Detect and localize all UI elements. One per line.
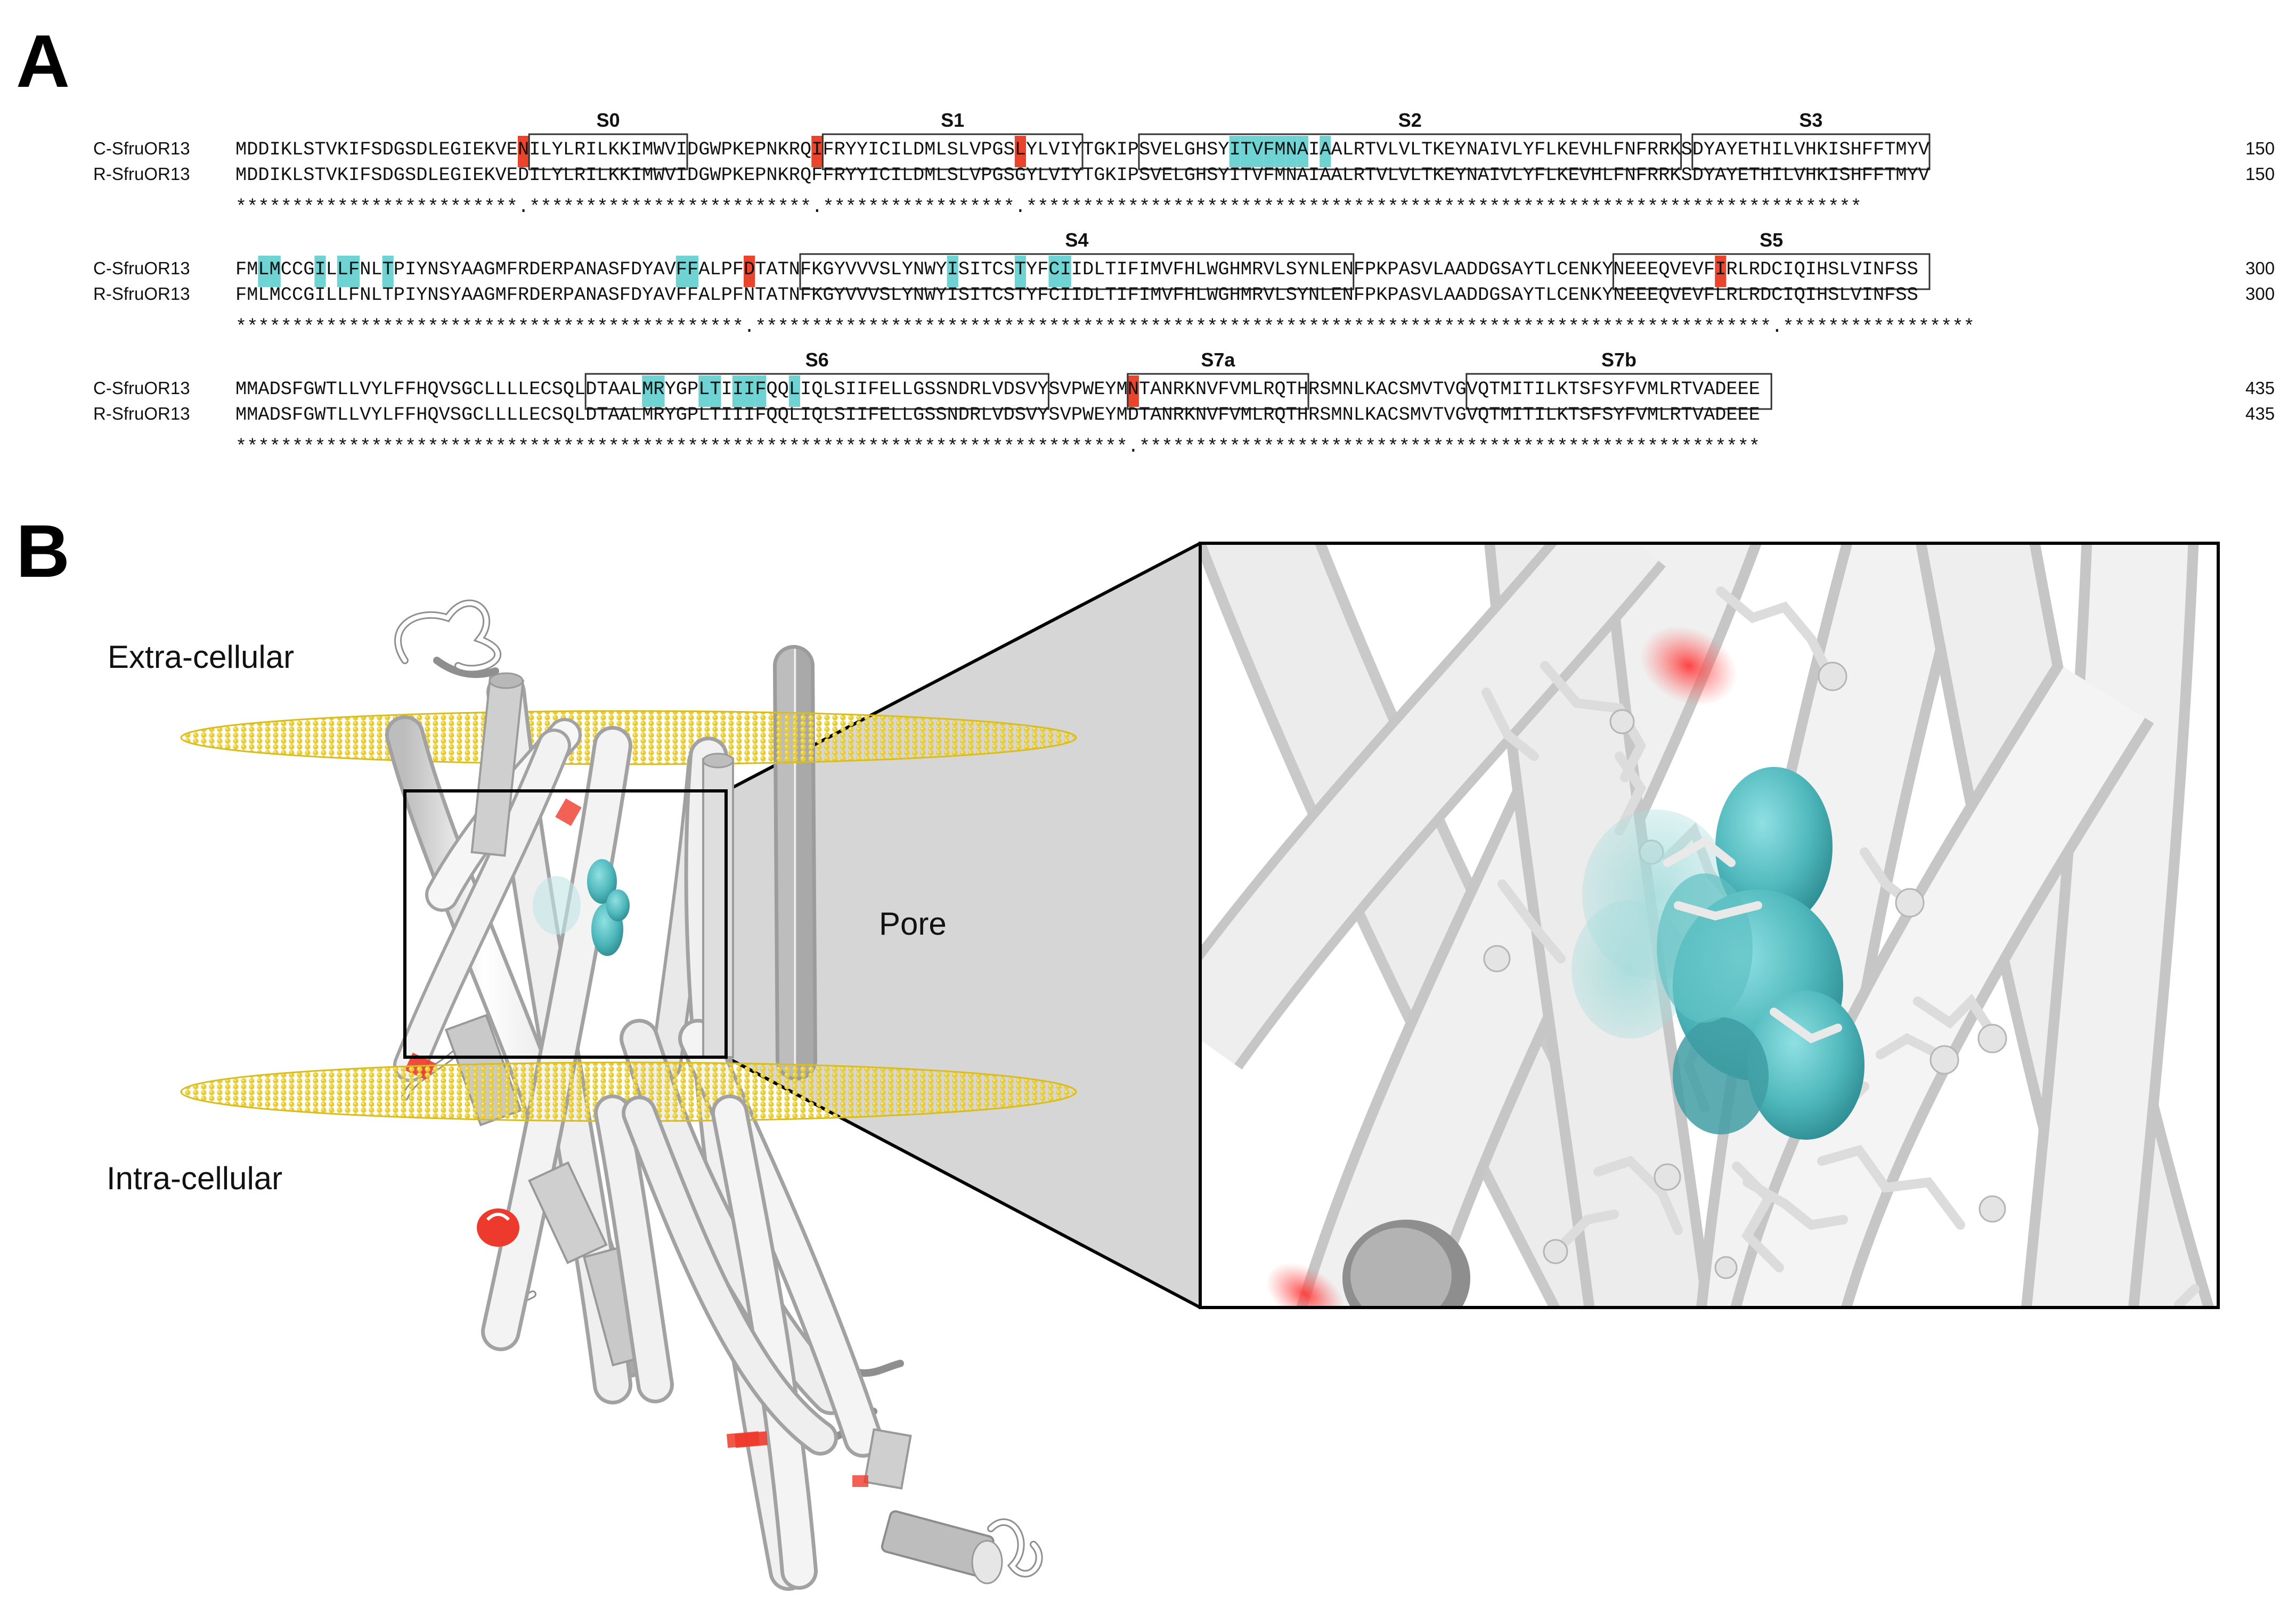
binding-residue-highlight xyxy=(1263,136,1275,167)
binding-residue-highlight xyxy=(755,375,767,407)
variant-highlight xyxy=(1715,256,1727,287)
segment-label-s0: S0 xyxy=(597,109,620,131)
binding-residue-highlight xyxy=(269,256,281,287)
sequence-end-number: 300 xyxy=(2245,258,2275,278)
sequence-row-c-sfruor13: MMADSFGWTLLVYLFFHQVSGCLLLLECSQLDTAALMRYG… xyxy=(235,379,1760,400)
sequence-row-r-sfruor13: MDDIKLSTVKIFSDGSDLEGIEKVEDILYLRILKKIMWVI… xyxy=(235,165,1930,186)
segment-label-s7b: S7b xyxy=(1601,349,1636,371)
binding-residue-highlight xyxy=(382,256,394,287)
segment-box-s0 xyxy=(528,133,688,170)
binding-residue-highlight xyxy=(732,375,744,407)
sequence-name: R-SfruOR13 xyxy=(93,284,190,304)
segment-label-s5: S5 xyxy=(1760,229,1783,251)
panel-b-label: B xyxy=(16,509,70,593)
binding-residue-highlight xyxy=(675,256,687,287)
binding-residue-highlight xyxy=(710,375,721,407)
ligand-surface xyxy=(533,859,630,956)
binding-residue-highlight xyxy=(258,256,270,287)
sequence-end-number: 150 xyxy=(2245,138,2275,158)
binding-residue-highlight xyxy=(1240,136,1252,167)
segment-label-s2: S2 xyxy=(1398,109,1422,131)
binding-residue-highlight xyxy=(1274,136,1286,167)
sequence-end-number: 150 xyxy=(2245,164,2275,184)
binding-residue-highlight xyxy=(947,256,958,287)
sequence-end-number: 435 xyxy=(2245,404,2275,423)
selection-box xyxy=(403,789,728,1059)
segment-box-s7a xyxy=(1127,373,1309,410)
variant-highlight xyxy=(811,136,823,167)
pore-label: Pore xyxy=(879,906,947,942)
sequence-end-number: 435 xyxy=(2245,378,2275,398)
sequence-row-r-sfruor13: MMADSFGWTLLVYLFFHQVSGCLLLLECSQLDTAALMRYG… xyxy=(235,404,1760,426)
segment-box-s5 xyxy=(1612,253,1931,290)
segment-box-s3 xyxy=(1691,133,1931,170)
sequence-row-r-sfruor13: FMLMCCGILLFNLTPIYNSYAAGMFRDERPANASFDYAVF… xyxy=(235,284,1918,306)
binding-residue-highlight xyxy=(337,256,348,287)
binding-residue-highlight xyxy=(1014,256,1026,287)
sequence-name: R-SfruOR13 xyxy=(93,164,190,184)
sequence-name: C-SfruOR13 xyxy=(93,138,190,158)
sequence-row-c-sfruor13: MDDIKLSTVKIFSDGSDLEGIEKVENILYLRILKKIMWVI… xyxy=(235,139,1930,160)
sequence-end-number: 300 xyxy=(2245,284,2275,304)
segment-label-s7a: S7a xyxy=(1201,349,1235,371)
segment-box-s2 xyxy=(1138,133,1682,170)
binding-residue-highlight xyxy=(653,375,665,407)
sequence-name: C-SfruOR13 xyxy=(93,258,190,278)
binding-residue-highlight xyxy=(314,256,326,287)
segment-label-s6: S6 xyxy=(805,349,829,371)
zoom-inset-frame xyxy=(1199,542,2220,1309)
panel-a-label: A xyxy=(16,19,70,103)
segment-label-s3: S3 xyxy=(1799,109,1822,131)
binding-residue-highlight xyxy=(1048,256,1060,287)
variant-highlight xyxy=(1014,136,1026,167)
variant-highlight xyxy=(744,256,755,287)
binding-residue-highlight xyxy=(788,375,800,407)
zoom-inset xyxy=(1200,543,2218,1308)
binding-residue-highlight xyxy=(744,375,755,407)
intracellular-label: Intra-cellular xyxy=(107,1161,282,1196)
binding-residue-highlight xyxy=(1229,136,1241,167)
segment-label-s4: S4 xyxy=(1065,229,1088,251)
variant-highlight xyxy=(1127,375,1139,407)
segment-label-s1: S1 xyxy=(941,109,964,131)
segment-box-s7b xyxy=(1465,373,1772,410)
segment-box-s6 xyxy=(584,373,1049,410)
binding-residue-highlight xyxy=(1252,136,1264,167)
extracellular-label: Extra-cellular xyxy=(108,639,294,675)
variant-highlight xyxy=(518,136,530,167)
protein-structure-panel: Extra-cellular Intra-cellular Pore xyxy=(107,542,2220,1591)
binding-residue-highlight xyxy=(1060,256,1071,287)
conservation-row: ****************************************… xyxy=(235,316,1975,338)
sequence-name: C-SfruOR13 xyxy=(93,378,190,398)
conservation-row: ****************************************… xyxy=(235,436,1760,457)
binding-residue-highlight xyxy=(642,375,654,407)
sequence-name: R-SfruOR13 xyxy=(93,404,190,423)
binding-residue-highlight xyxy=(698,375,710,407)
conservation-row: *************************.**************… xyxy=(235,197,1862,218)
binding-residue-highlight xyxy=(1297,136,1308,167)
sequence-row-c-sfruor13: FMLMCCGILLFNLTPIYNSYAAGMFRDERPANASFDYAVF… xyxy=(235,259,1918,280)
segment-box-s4 xyxy=(799,253,1355,290)
binding-residue-highlight xyxy=(1285,136,1297,167)
segment-box-s1 xyxy=(821,133,1084,170)
binding-residue-highlight xyxy=(1320,136,1331,167)
binding-residue-highlight xyxy=(687,256,699,287)
binding-residue-highlight xyxy=(348,256,360,287)
